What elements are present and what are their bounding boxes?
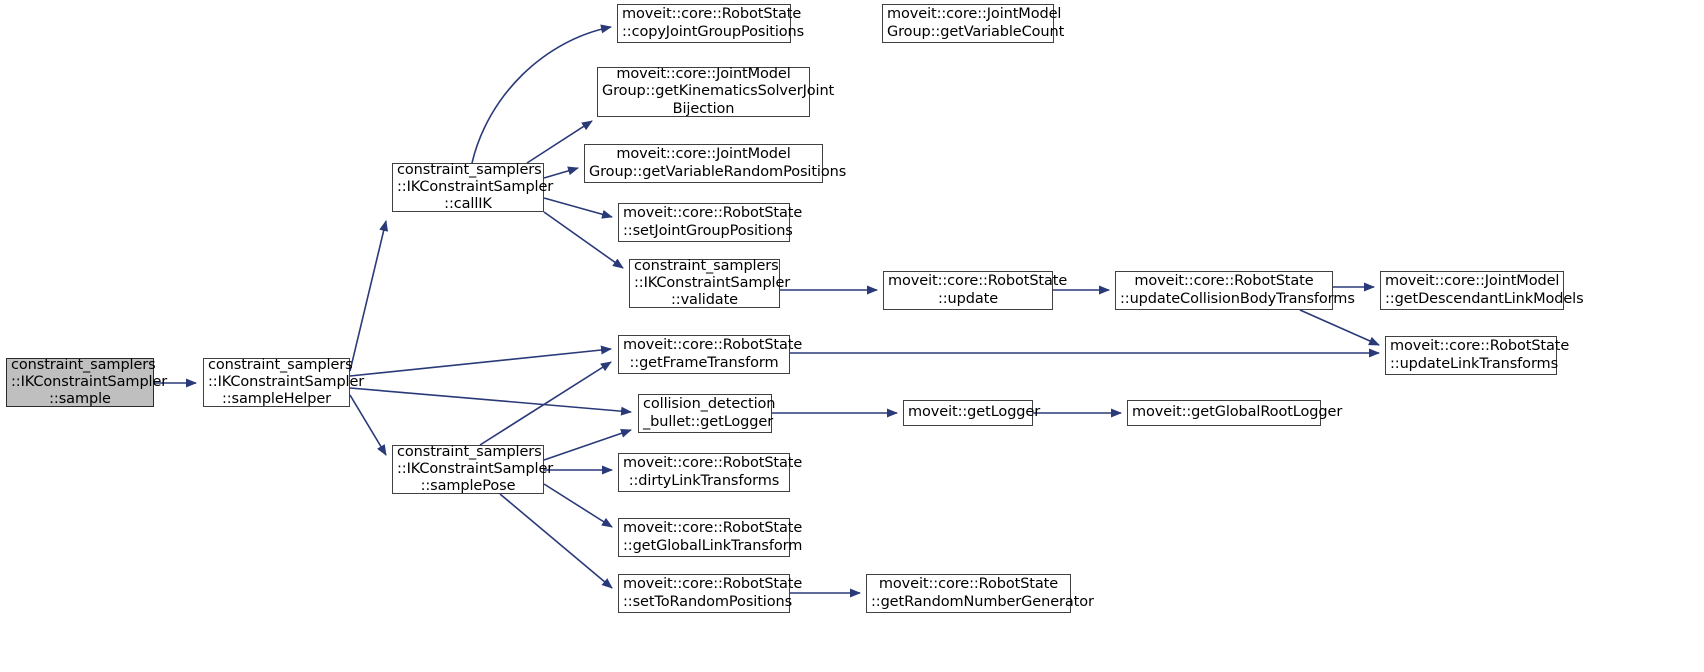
node-setJointGroupPositions[interactable]: moveit::core::RobotState ::setJointGroup… [618,203,803,242]
node-getKinematicsSolverJointBijection[interactable]: moveit::core::JointModel Group::getKinem… [597,66,835,117]
node-label-getGlobalRootLogger: moveit::getGlobalRootLogger [1132,404,1343,421]
node-callIK[interactable]: constraint_samplers ::IKConstraintSample… [392,161,554,213]
edge-callIK-to-validate [543,211,624,269]
edge-callIK-to-copyJointGroupPositions [471,24,612,164]
node-label-sample: constraint_samplers ::IKConstraintSample… [11,356,168,408]
node-dirtyLinkTransforms[interactable]: moveit::core::RobotState ::dirtyLinkTran… [618,453,803,492]
edge-samplePose-to-getGlobalLinkTransform [543,483,613,528]
node-label-getVariableRandomPositions: moveit::core::JointModel Group::getVaria… [589,146,847,180]
node-label-updateCollisionBodyTransforms: moveit::core::RobotState ::updateCollisi… [1120,273,1355,307]
node-getFrameTransform[interactable]: moveit::core::RobotState ::getFrameTrans… [618,335,803,374]
node-label-getLogger: moveit::getLogger [908,404,1041,421]
node-getLogger[interactable]: moveit::getLogger [903,400,1041,426]
node-label-dirtyLinkTransforms: moveit::core::RobotState ::dirtyLinkTran… [623,455,803,489]
node-label-getVariableCount: moveit::core::JointModel Group::getVaria… [887,6,1065,40]
node-label-bulletGetLogger: collision_detection _bullet::getLogger [643,396,776,430]
edge-sampleHelper-to-callIK [349,220,389,372]
node-getVariableCount[interactable]: moveit::core::JointModel Group::getVaria… [882,4,1065,43]
node-copyJointGroupPositions[interactable]: moveit::core::RobotState ::copyJointGrou… [617,4,805,43]
edge-sampleHelper-to-bulletGetLogger [349,387,632,416]
node-label-getDescendantLinkModels: moveit::core::JointModel ::getDescendant… [1385,273,1584,307]
node-label-samplePose: constraint_samplers ::IKConstraintSample… [397,443,554,495]
edge-callIK-to-getKinematicsSolverJointBijection [526,120,593,164]
node-label-getGlobalLinkTransform: moveit::core::RobotState ::getGlobalLink… [623,520,803,554]
node-label-updateLinkTransforms: moveit::core::RobotState ::updateLinkTra… [1390,338,1570,372]
node-getDescendantLinkModels[interactable]: moveit::core::JointModel ::getDescendant… [1380,271,1584,310]
node-label-setJointGroupPositions: moveit::core::RobotState ::setJointGroup… [623,205,803,239]
node-sampleHelper[interactable]: constraint_samplers ::IKConstraintSample… [203,356,365,408]
node-getGlobalRootLogger[interactable]: moveit::getGlobalRootLogger [1127,400,1343,426]
node-setToRandomPositions[interactable]: moveit::core::RobotState ::setToRandomPo… [618,574,803,613]
node-validate[interactable]: constraint_samplers ::IKConstraintSample… [629,257,791,309]
node-label-validate: constraint_samplers ::IKConstraintSample… [634,257,791,309]
edge-sampleHelper-to-getFrameTransform [349,345,612,377]
node-label-copyJointGroupPositions: moveit::core::RobotState ::copyJointGrou… [622,6,805,40]
node-getRandomNumberGenerator[interactable]: moveit::core::RobotState ::getRandomNumb… [866,574,1094,613]
node-label-setToRandomPositions: moveit::core::RobotState ::setToRandomPo… [623,576,803,610]
node-updateCollisionBodyTransforms[interactable]: moveit::core::RobotState ::updateCollisi… [1115,271,1355,310]
node-getGlobalLinkTransform[interactable]: moveit::core::RobotState ::getGlobalLink… [618,518,803,557]
node-samplePose[interactable]: constraint_samplers ::IKConstraintSample… [392,443,554,495]
edge-samplePose-to-setToRandomPositions [499,493,613,589]
node-label-sampleHelper: constraint_samplers ::IKConstraintSample… [208,356,365,408]
node-sample[interactable]: constraint_samplers ::IKConstraintSample… [6,356,168,408]
node-updateLinkTransforms[interactable]: moveit::core::RobotState ::updateLinkTra… [1385,336,1570,375]
edge-sampleHelper-to-samplePose [349,394,387,456]
node-label-callIK: constraint_samplers ::IKConstraintSample… [397,161,554,213]
edge-updateCollisionBodyTransforms-to-updateLinkTransforms [1299,309,1380,346]
edge-callIK-to-setJointGroupPositions [543,197,613,219]
node-update[interactable]: moveit::core::RobotState ::update [883,271,1068,310]
edge-callIK-to-getVariableRandomPositions [543,166,579,179]
node-getVariableRandomPositions[interactable]: moveit::core::JointModel Group::getVaria… [584,144,847,183]
node-label-update: moveit::core::RobotState ::update [888,273,1068,307]
node-bulletGetLogger[interactable]: collision_detection _bullet::getLogger [638,394,776,433]
node-label-getFrameTransform: moveit::core::RobotState ::getFrameTrans… [623,337,803,371]
node-label-getRandomNumberGenerator: moveit::core::RobotState ::getRandomNumb… [871,576,1094,610]
edge-samplePose-to-getFrameTransform [479,361,612,446]
node-label-getKinematicsSolverJointBijection: moveit::core::JointModel Group::getKinem… [602,66,835,117]
